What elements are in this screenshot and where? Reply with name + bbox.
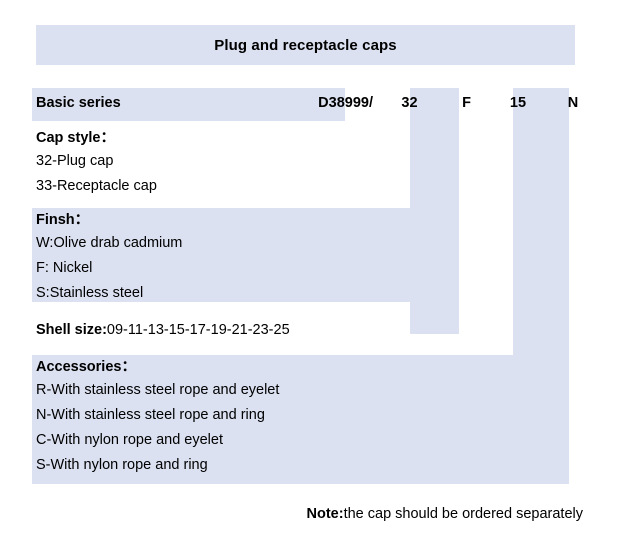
finish-option: S:Stainless steel xyxy=(36,285,144,301)
page-title: Plug and receptacle caps xyxy=(214,36,397,54)
finish-block: Finsh： W:Olive drab cadmium F: Nickel S:… xyxy=(32,208,410,306)
diagram-title-banner: Plug and receptacle caps xyxy=(36,25,575,65)
shading-accessories-block xyxy=(32,355,569,484)
finish-option: F: Nickel xyxy=(36,260,93,276)
shell-size-heading: Shell size: xyxy=(36,322,107,338)
shading-basic-series-row xyxy=(32,88,345,121)
finish-option: W:Olive drab cadmium xyxy=(36,235,183,251)
cap-style-block: Cap style： 32-Plug cap 33-Receptacle cap xyxy=(32,126,469,199)
accessories-block: Accessories： R-With stainless steel rope… xyxy=(32,355,569,478)
basic-series-code: D38999/ xyxy=(318,95,373,111)
finish-code: F xyxy=(462,95,471,111)
cap-style-heading: Cap style： xyxy=(36,130,115,146)
basic-series-label: Basic series xyxy=(36,95,121,111)
shell-size-code: 15 xyxy=(509,95,527,111)
shading-finish-block xyxy=(32,208,410,302)
shading-column-finish xyxy=(410,88,459,334)
footer-note: Note:the cap should be ordered separatel… xyxy=(0,506,583,522)
accessories-option: S-With nylon rope and ring xyxy=(36,457,208,473)
footer-note-label: Note: xyxy=(306,506,344,522)
accessory-code: N xyxy=(567,95,579,111)
cap-style-option: 32-Plug cap xyxy=(36,153,114,169)
footer-note-text: the cap should be ordered separately xyxy=(343,506,583,522)
cap-style-code: 32 xyxy=(401,95,418,111)
accessories-option: R-With stainless steel rope and eyelet xyxy=(36,382,280,398)
accessories-heading: Accessories： xyxy=(36,359,136,375)
cap-style-option: 33-Receptacle cap xyxy=(36,178,157,194)
accessories-option: N-With stainless steel rope and ring xyxy=(36,407,265,423)
shell-size-block: Shell size:09-11-13-15-17-19-21-23-25 xyxy=(32,314,513,345)
shell-size-values: 09-11-13-15-17-19-21-23-25 xyxy=(106,322,290,338)
accessories-option: C-With nylon rope and eyelet xyxy=(36,432,223,448)
finish-heading: Finsh： xyxy=(36,212,90,228)
shell-size-line: Shell size:09-11-13-15-17-19-21-23-25 xyxy=(32,314,513,345)
part-number-code-row: Basic series D38999/ 32 F 15 N xyxy=(32,88,578,121)
